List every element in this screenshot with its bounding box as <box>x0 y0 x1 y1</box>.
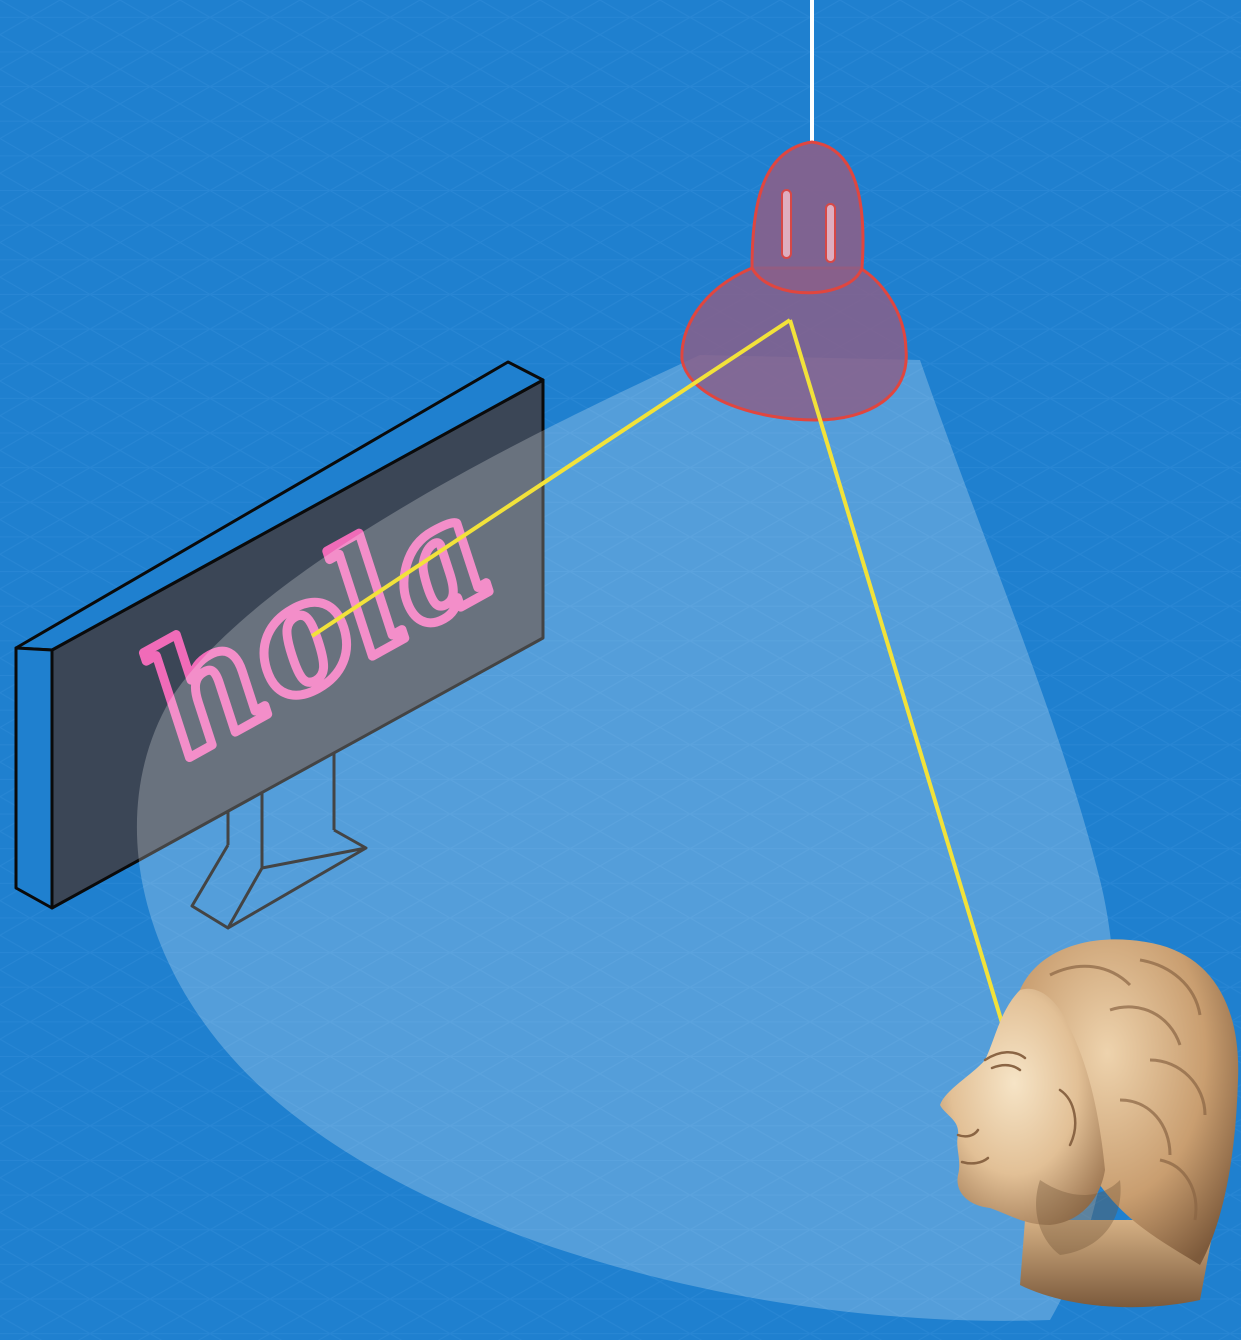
lamp-highlight-left <box>782 190 791 258</box>
lamp-highlight-right <box>826 204 835 262</box>
sign-side-edge <box>16 648 52 908</box>
